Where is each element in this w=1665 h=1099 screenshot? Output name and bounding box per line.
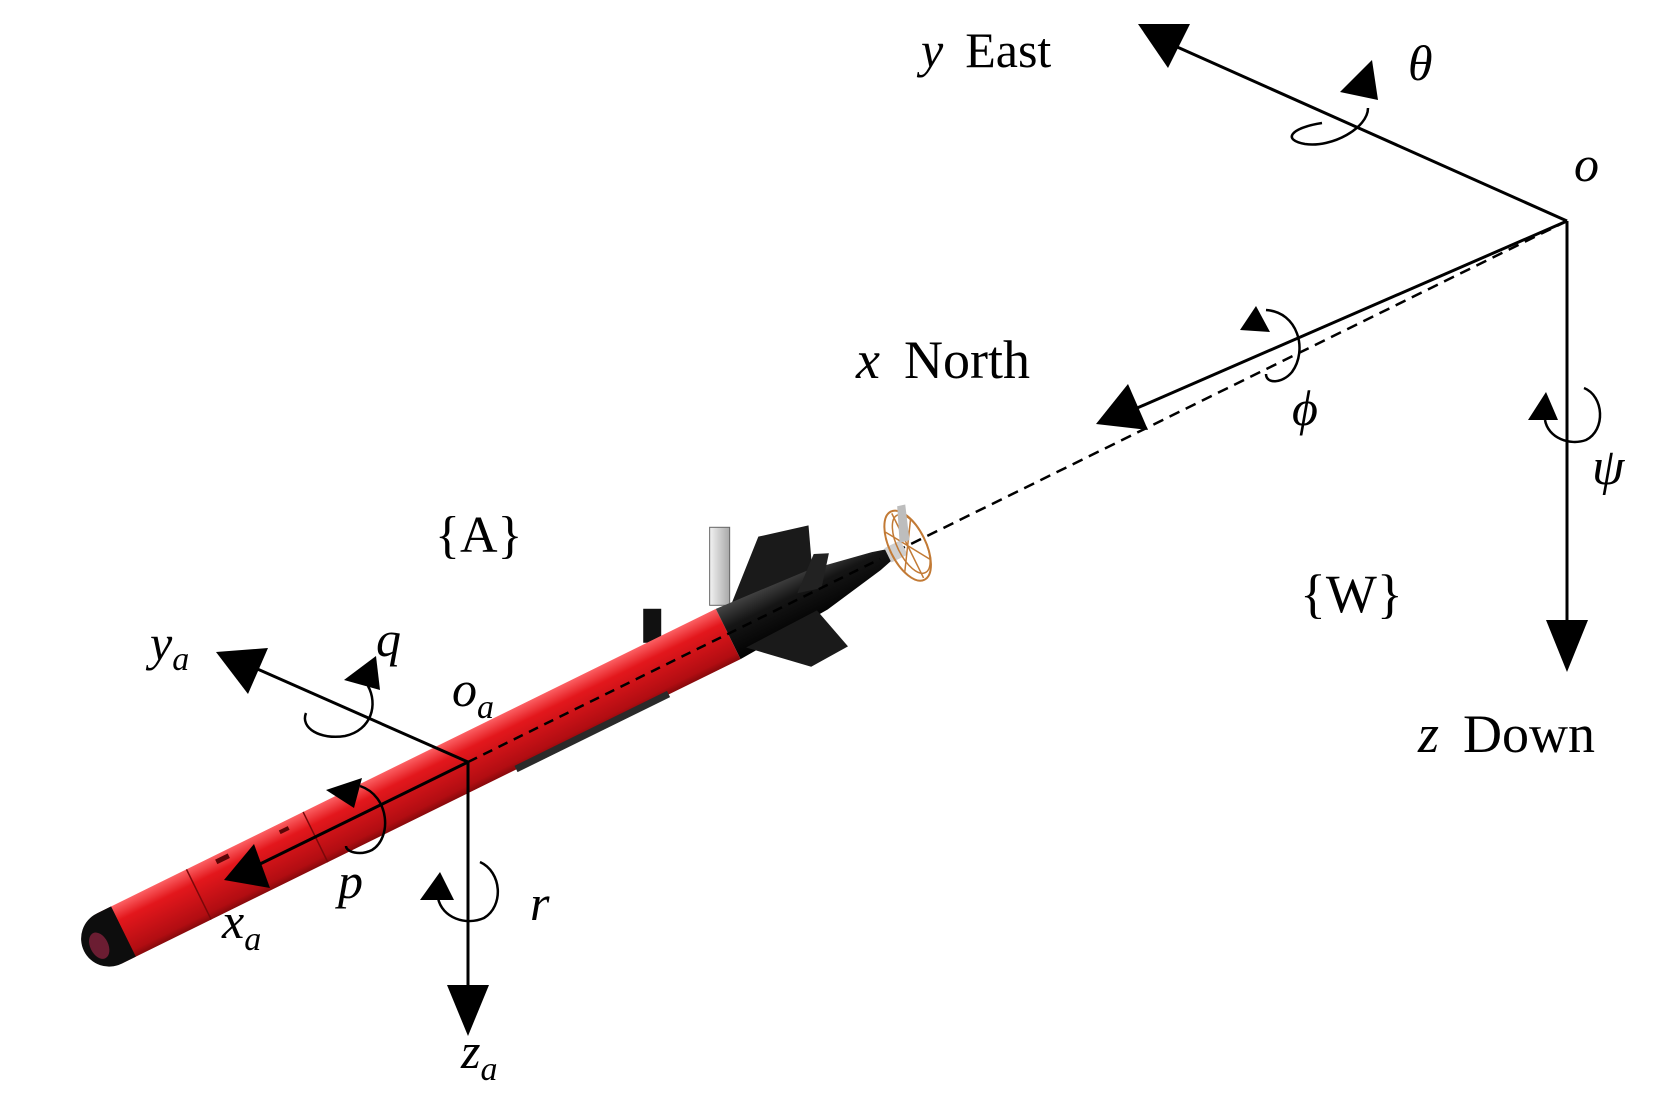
world-theta-label: θ: [1408, 35, 1433, 91]
world-phi-rotation-icon: [1240, 306, 1301, 383]
auv-mast: [709, 526, 731, 606]
body-y-axis-line: [245, 662, 469, 764]
body-frame: {A} ya q oa p xa r za: [145, 507, 881, 1088]
world-x-axis-line: [1127, 219, 1568, 414]
body-q-rotation-icon: [303, 656, 380, 739]
body-x-axis-arrowhead: [224, 844, 270, 888]
world-y-axis-line: [1165, 40, 1568, 223]
body-frame-label: {A}: [435, 507, 522, 564]
body-q-label: q: [376, 611, 401, 667]
world-x-axis-arrowhead: [1096, 384, 1148, 430]
body-y-axis-label: ya: [145, 615, 189, 678]
body-origin-label: oa: [452, 661, 494, 726]
world-phi-label: ϕ: [1292, 380, 1318, 436]
world-origin-label: o: [1574, 136, 1599, 192]
world-psi-label: ψ: [1592, 439, 1626, 496]
body-r-rotation-icon: [420, 860, 499, 923]
auv-upper-fin: [728, 525, 813, 612]
world-to-body-dashed-line: [467, 219, 1568, 764]
world-theta-rotation-icon: [1290, 60, 1378, 146]
world-frame-label: {W}: [1300, 564, 1403, 624]
auv-tail-cone: [715, 549, 893, 660]
body-centerline-dashed: [467, 557, 881, 764]
world-z-axis-arrowhead: [1546, 620, 1588, 672]
body-r-label: r: [530, 875, 550, 931]
world-psi-rotation-icon: [1528, 386, 1602, 444]
body-y-axis-arrowhead: [216, 648, 268, 694]
body-x-axis-label: xa: [221, 893, 261, 958]
body-z-axis-label: za: [460, 1023, 497, 1088]
auv-lower-fin: [746, 610, 848, 667]
body-z-axis-arrowhead: [447, 985, 489, 1036]
world-y-axis-arrowhead: [1138, 24, 1190, 68]
body-p-rotation-icon: [326, 778, 387, 855]
body-p-label: p: [335, 853, 363, 909]
auv-propeller: [883, 504, 932, 582]
auv-antenna: [643, 608, 662, 643]
body-x-axis-line: [257, 760, 469, 867]
